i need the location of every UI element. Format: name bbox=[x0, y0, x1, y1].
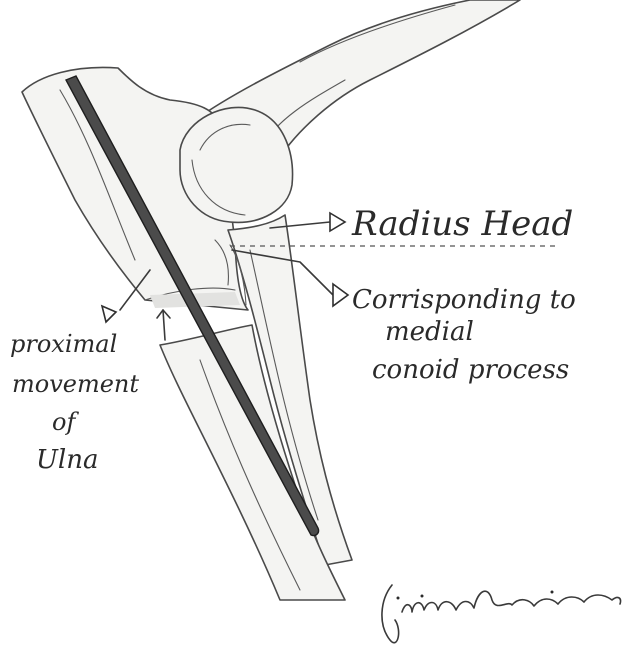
signature bbox=[382, 585, 621, 643]
svg-text:Ulna: Ulna bbox=[36, 445, 98, 475]
svg-text:conoid process: conoid process bbox=[372, 355, 569, 385]
svg-text:medial: medial bbox=[385, 317, 474, 347]
svg-text:Corrisponding to: Corrisponding to bbox=[352, 285, 576, 315]
svg-text:Radius Head: Radius Head bbox=[351, 204, 573, 244]
svg-text:of: of bbox=[52, 408, 79, 436]
svg-text:proximal: proximal bbox=[10, 330, 117, 358]
up-arrow bbox=[157, 310, 170, 340]
radius-head-bone bbox=[180, 107, 293, 222]
svg-text:movement: movement bbox=[12, 370, 139, 398]
label-medial-coronoid: Corrisponding to medial conoid process bbox=[352, 285, 576, 385]
label-radius-head: Radius Head bbox=[351, 204, 573, 244]
label-proximal-movement: proximal movement of Ulna bbox=[10, 330, 139, 475]
